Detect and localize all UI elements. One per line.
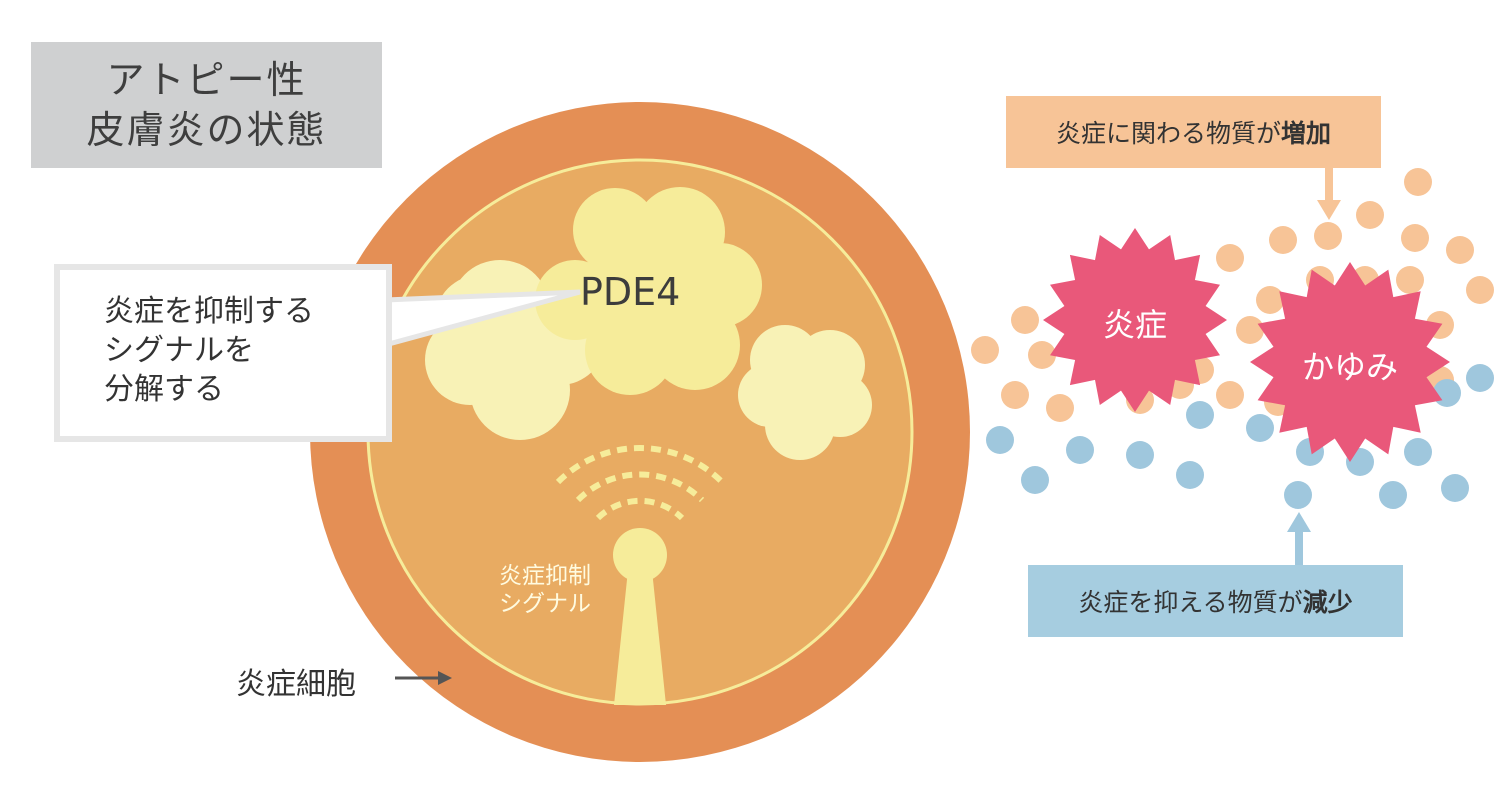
decrease-dot	[1466, 364, 1494, 392]
callout-line-1: 炎症を抑制する	[104, 294, 314, 329]
title-line-2: 皮膚炎の状態	[86, 108, 327, 152]
increase-dot	[1356, 201, 1384, 229]
decrease-dot	[1379, 481, 1407, 509]
callout-line-2: シグナルを	[104, 333, 254, 368]
increase-dot	[1396, 266, 1424, 294]
increase-dot	[1466, 276, 1494, 304]
decrease-dot	[1066, 436, 1094, 464]
increase-dot	[1314, 222, 1342, 250]
decrease-dot	[1246, 414, 1274, 442]
increase-dot	[1216, 244, 1244, 272]
increase-dot	[1401, 224, 1429, 252]
signal-label: 炎症抑制 シグナル	[480, 562, 610, 618]
pde4-blob-right	[738, 325, 872, 460]
decrease-substance-dots	[986, 364, 1494, 509]
itch-label: かゆみ	[1301, 348, 1398, 386]
increase-text: 炎症に関わる物質が	[1055, 119, 1281, 148]
pde4-callout: 炎症を抑制する シグナルを 分解する	[54, 264, 392, 442]
decrease-dot	[1404, 438, 1432, 466]
signal-label-line-1: 炎症抑制	[499, 563, 591, 589]
signal-waves	[555, 445, 725, 521]
increase-dot	[1236, 316, 1264, 344]
decrease-dot	[1176, 461, 1204, 489]
title-line-1: アトピー性	[106, 58, 307, 102]
decrease-text: 炎症を抑える物質が	[1078, 588, 1303, 617]
pde4-blob-main	[535, 187, 762, 395]
increase-dot	[1446, 236, 1474, 264]
increase-dot	[1001, 381, 1029, 409]
decrease-dot	[1126, 441, 1154, 469]
inflammation-burst	[1043, 228, 1227, 412]
increase-dot	[1256, 286, 1284, 314]
decrease-dot	[986, 426, 1014, 454]
signal-antenna-stem	[614, 570, 666, 705]
cell-label: 炎症細胞	[236, 667, 356, 702]
itch-burst	[1250, 262, 1450, 462]
signal-label-line-2: シグナル	[499, 591, 591, 617]
decrease-dot	[1186, 401, 1214, 429]
increase-label-box: 炎症に関わる物質が増加	[1006, 96, 1381, 168]
decrease-dot	[1441, 474, 1469, 502]
inflammation-label: 炎症	[1102, 306, 1167, 344]
increase-dot	[1404, 168, 1432, 196]
signal-antenna-head	[613, 528, 667, 582]
decrease-emphasis: 減少	[1302, 588, 1353, 617]
increase-dot	[1046, 394, 1074, 422]
decrease-dot	[1284, 481, 1312, 509]
cell-pointer-arrow	[395, 671, 452, 685]
increase-dot	[1269, 226, 1297, 254]
callout-line-3: 分解する	[104, 372, 224, 407]
decrease-label-box: 炎症を抑える物質が減少	[1028, 565, 1403, 637]
increase-dot	[971, 336, 999, 364]
decrease-arrow	[1287, 512, 1311, 565]
pde4-blob-left	[425, 260, 605, 440]
increase-dot	[1028, 341, 1056, 369]
increase-dot	[1011, 306, 1039, 334]
decrease-dot	[1021, 466, 1049, 494]
title-box: アトピー性 皮膚炎の状態	[31, 42, 382, 168]
increase-arrow	[1317, 168, 1341, 220]
increase-emphasis: 増加	[1281, 119, 1332, 148]
pde4-label: PDE4	[580, 270, 681, 314]
increase-dot	[1216, 381, 1244, 409]
